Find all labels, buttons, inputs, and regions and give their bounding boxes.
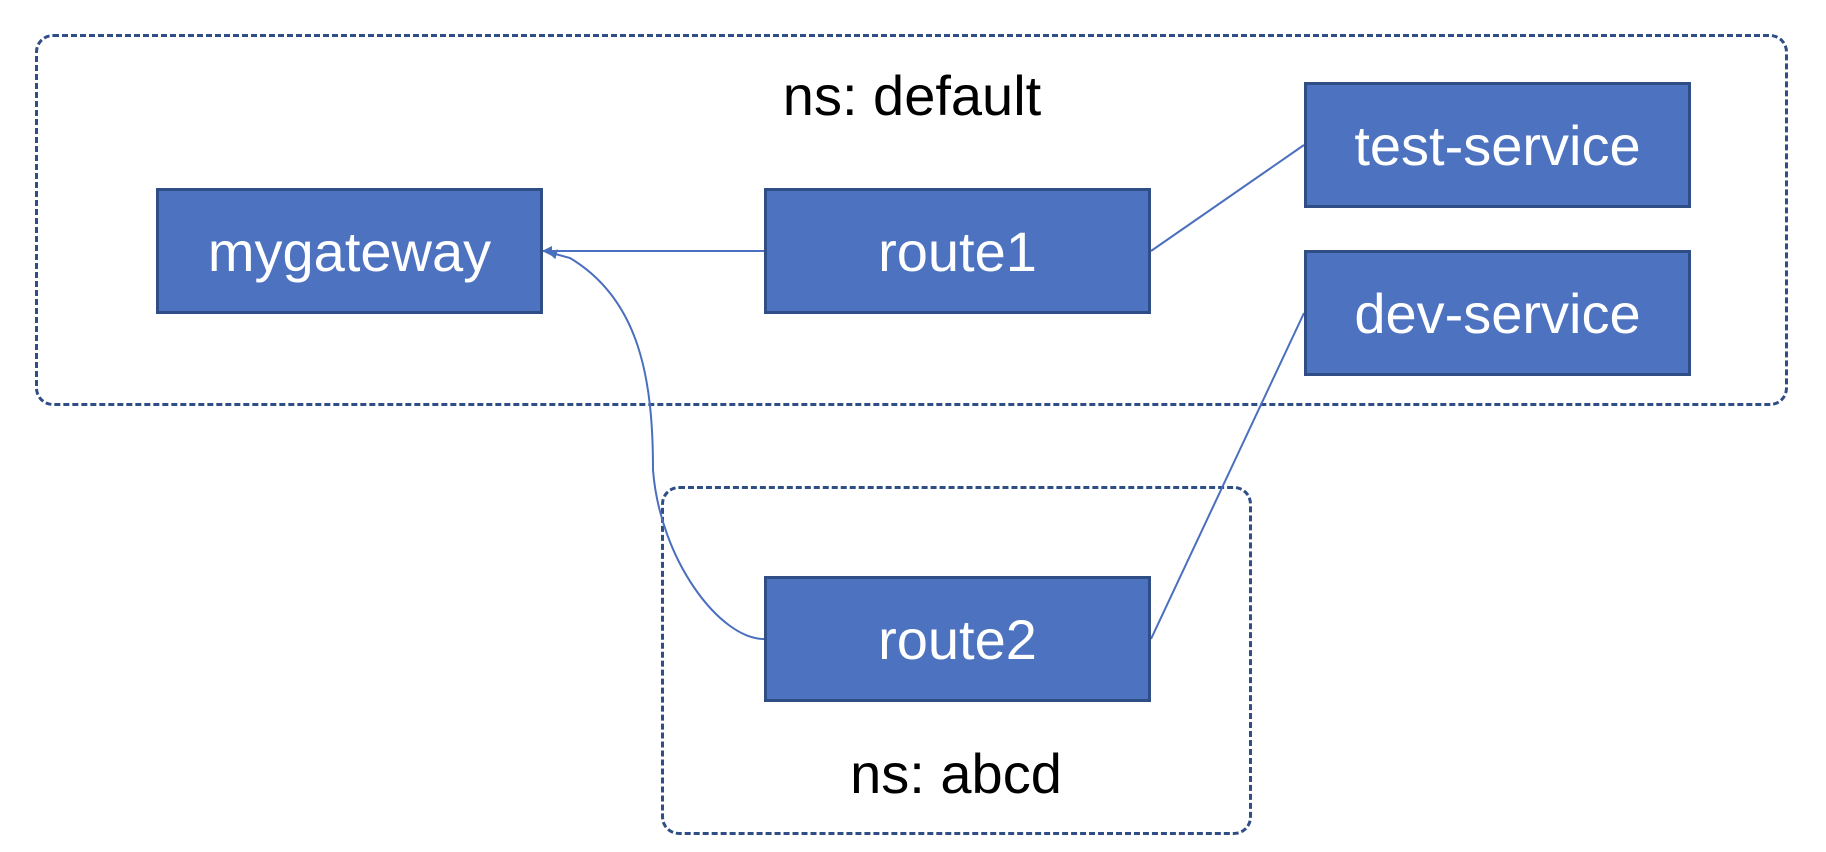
edge-route2-to-dev-service xyxy=(1150,312,1305,640)
node-route2-label: route2 xyxy=(878,607,1037,671)
namespace-default-label: ns: default xyxy=(782,64,1042,127)
node-test-service-label: test-service xyxy=(1354,113,1641,177)
node-route1-label: route1 xyxy=(878,219,1037,283)
node-mygateway-label: mygateway xyxy=(207,219,492,283)
edge-route1-to-test-service xyxy=(1150,144,1305,252)
edge-route2-to-mygateway xyxy=(547,249,765,640)
node-dev-service-label: dev-service xyxy=(1354,281,1641,345)
namespace-abcd-box xyxy=(661,486,1252,835)
node-test-service: test-service xyxy=(1304,82,1691,208)
node-dev-service: dev-service xyxy=(1304,250,1691,376)
namespace-default-box xyxy=(35,34,1788,406)
node-route1: route1 xyxy=(764,188,1151,314)
node-route2: route2 xyxy=(764,576,1151,702)
node-mygateway: mygateway xyxy=(156,188,543,314)
namespace-abcd-label: ns: abcd xyxy=(850,742,1062,805)
